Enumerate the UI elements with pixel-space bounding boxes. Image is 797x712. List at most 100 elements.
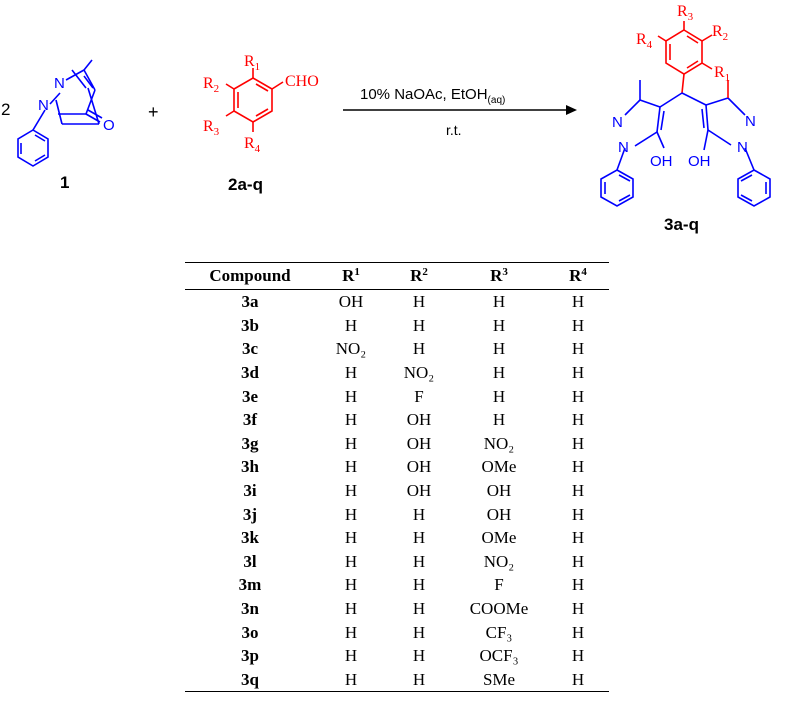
cell-r3: OMe	[481, 528, 517, 548]
reactant-2-structure	[225, 68, 284, 132]
header-r3: R3	[451, 262, 547, 290]
cell-r3: OMe	[481, 457, 517, 477]
reactant-2-cho-label: CHO	[285, 73, 319, 90]
cell-compound: 3q	[185, 667, 315, 693]
reactant-1-ring-bonds	[49, 59, 103, 123]
cell-r1: H	[344, 575, 358, 595]
product-n-left-top: N	[612, 114, 623, 131]
product-r4-label: R4	[636, 31, 653, 51]
cell-compound: 3h	[241, 457, 259, 477]
cell-compound: 3l	[243, 551, 257, 571]
svg-text:R2: R2	[712, 23, 728, 43]
svg-text:R4: R4	[636, 31, 653, 51]
cell-r1: H	[315, 667, 387, 693]
cell-r2: H	[412, 575, 426, 595]
cell-r4: H	[571, 339, 585, 359]
product-label: 3a-q	[664, 215, 699, 234]
svg-text:R2: R2	[203, 75, 219, 95]
cell-r2: H	[412, 622, 426, 642]
cell-r3: OCF₃	[479, 646, 519, 666]
cell-compound: 3k	[241, 528, 259, 548]
cell-r3: OH	[486, 504, 512, 524]
reactant-2-label: 2a-q	[228, 175, 263, 194]
cell-r4: H	[571, 433, 585, 453]
reactant-1-n-top: N	[54, 75, 65, 92]
cell-compound: 3n	[241, 599, 259, 619]
cell-r3: COOMe	[469, 599, 529, 619]
cell-r2: OH	[406, 433, 432, 453]
cell-compound: 3p	[241, 646, 259, 666]
reactant-1-structure	[17, 69, 100, 167]
cell-r4: H	[571, 386, 585, 406]
cell-compound: 3i	[243, 481, 257, 501]
header-r4: R4	[547, 262, 609, 290]
cell-compound: 3m	[238, 575, 262, 595]
plus-sign: +	[148, 102, 159, 122]
cell-r3: H	[492, 410, 506, 430]
header-compound: Compound	[185, 262, 315, 290]
cell-r2: H	[412, 315, 426, 335]
cell-r3: CF₃	[485, 622, 513, 642]
product-oh-left: OH	[650, 153, 673, 170]
svg-text:R3: R3	[677, 3, 694, 23]
cell-r2: H	[412, 292, 426, 312]
reaction-reagent: 10% NaOAc, EtOH(aq)	[360, 86, 505, 106]
product-r1-label: R1	[714, 64, 730, 84]
cell-r2: H	[412, 504, 426, 524]
product-oh-right: OH	[688, 153, 711, 170]
cell-r2: H	[412, 528, 426, 548]
cell-r2: OH	[406, 457, 432, 477]
product-n-left-bottom: N	[618, 139, 629, 156]
reactant-1-o: O	[103, 117, 115, 134]
cell-r4: H	[571, 646, 585, 666]
cell-r4: H	[571, 599, 585, 619]
cell-r1: H	[344, 622, 358, 642]
cell-r4: H	[571, 622, 585, 642]
cell-r1: H	[344, 315, 358, 335]
cell-r1: H	[344, 433, 358, 453]
cell-r4: H	[547, 667, 609, 693]
cell-r4: H	[571, 504, 585, 524]
reaction-temperature: r.t.	[446, 122, 462, 138]
cell-r4: H	[571, 551, 585, 571]
cell-r4: H	[571, 315, 585, 335]
cell-r2: F	[414, 386, 424, 406]
cell-r3: H	[492, 315, 506, 335]
cell-r1: H	[344, 646, 358, 666]
svg-text:R1: R1	[714, 64, 730, 84]
svg-text:R4: R4	[244, 135, 261, 155]
cell-r4: H	[571, 410, 585, 430]
product-core-bonds	[600, 73, 771, 207]
header-r1: R1	[315, 262, 387, 290]
product-n-right-bottom: N	[737, 139, 748, 156]
cell-r2: H	[412, 646, 426, 666]
table-header-row: Compound R1 R2 R3 R4	[185, 262, 609, 290]
cell-compound: 3a	[241, 292, 259, 312]
cell-r4: H	[571, 575, 585, 595]
cell-r4: H	[571, 292, 585, 312]
cell-r2: H	[412, 551, 426, 571]
cell-compound: 3d	[241, 363, 259, 383]
reactant-2-r1-label: R1	[244, 53, 260, 73]
cell-r1: H	[344, 551, 358, 571]
cell-r4: H	[571, 481, 585, 501]
cell-r2: NO₂	[403, 363, 435, 383]
cell-r1: H	[344, 599, 358, 619]
cell-r3: NO₂	[483, 433, 515, 453]
cell-compound: 3e	[241, 386, 259, 406]
